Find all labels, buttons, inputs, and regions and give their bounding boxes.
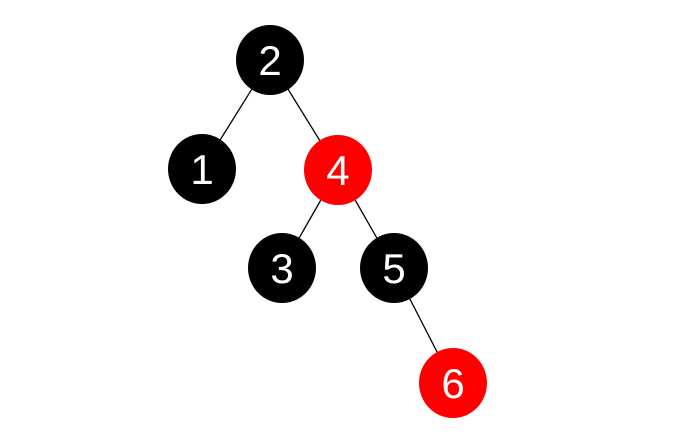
tree-node-6: 6 xyxy=(419,348,487,418)
tree-node-2: 2 xyxy=(236,25,304,95)
tree-node-circle-2 xyxy=(236,25,304,95)
tree-node-circle-1 xyxy=(168,134,236,204)
tree-node-circle-6 xyxy=(419,348,487,418)
tree-node-1: 1 xyxy=(168,134,236,204)
tree-node-5: 5 xyxy=(360,233,428,303)
tree-edges-layer xyxy=(201,59,454,384)
tree-node-4: 4 xyxy=(304,135,372,205)
tree-node-circle-4 xyxy=(304,135,372,205)
tree-node-circle-5 xyxy=(360,233,428,303)
tree-node-circle-3 xyxy=(248,233,316,303)
tree-node-3: 3 xyxy=(248,233,316,303)
